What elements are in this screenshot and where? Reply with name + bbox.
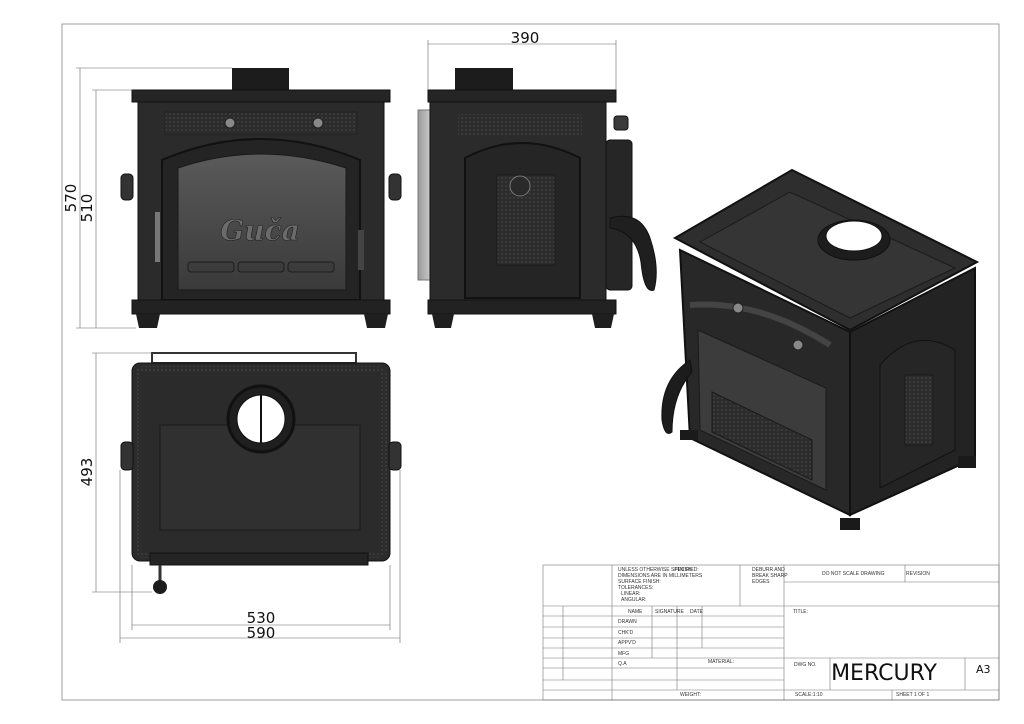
top-plate-side — [427, 89, 617, 103]
tb-dwg-no: DWG NO. — [794, 662, 817, 668]
dim-height-overall: 570 — [62, 184, 80, 213]
foot-right — [364, 314, 388, 328]
iso-foot-1 — [680, 430, 698, 440]
dim-depth: 493 — [78, 458, 96, 487]
tb-scale: SCALE:1:10 — [795, 692, 823, 698]
tb-material: MATERIAL: — [708, 659, 734, 665]
top-plate — [131, 89, 391, 103]
iso-side-grille — [904, 374, 934, 446]
tb-deburr-1: DEBURR AND — [752, 567, 785, 573]
grate-bar-3 — [287, 261, 335, 273]
sheet-border — [61, 23, 1000, 701]
tb-col-signature: SIGNATURE — [655, 609, 684, 615]
iso-flue-inner — [825, 220, 883, 252]
tb-finish-label: FINISH: — [675, 567, 693, 573]
flue-collar — [232, 68, 289, 92]
iso-top-plate — [698, 191, 957, 319]
decor-band — [164, 111, 358, 135]
side-view — [417, 68, 657, 328]
tb-title-label: TITLE: — [793, 609, 808, 615]
tb-note-2: DIMENSIONS ARE IN MILLIMETERS — [618, 573, 703, 579]
tb-sheet-size: A3 — [976, 663, 991, 676]
side-back-box — [605, 139, 633, 291]
side-panel-strip — [417, 109, 431, 281]
side-decor-band — [458, 114, 582, 136]
tb-note-6: ANGULAR: — [621, 597, 647, 603]
base-plinth — [131, 299, 391, 315]
tb-row-mfg: MFG — [618, 651, 629, 657]
side-knob-left — [120, 173, 134, 201]
side-foot-right — [592, 314, 614, 328]
top-side-knob-right — [388, 441, 402, 471]
dim-height-body: 510 — [78, 194, 96, 223]
tb-col-date: DATE — [690, 609, 704, 615]
title-block — [542, 564, 1000, 701]
tb-col-name: NAME — [628, 609, 643, 615]
front-view: Guča — [120, 68, 402, 328]
side-handle — [609, 215, 657, 291]
tb-weight: WEIGHT: — [680, 692, 701, 698]
iso-foot-2 — [840, 518, 860, 530]
side-door-knob — [509, 175, 531, 197]
door-glass — [177, 153, 347, 291]
tb-deburr-3: EDGES — [752, 579, 770, 585]
tb-do-not-scale: DO NOT SCALE DRAWING — [822, 571, 885, 577]
tb-deburr-2: BREAK SHARP — [752, 573, 788, 579]
tb-note-3: SURFACE FINISH: — [618, 579, 661, 585]
tb-note-4: TOLERANCES: — [618, 585, 653, 591]
tb-note-1: UNLESS OTHERWISE SPECIFIED: — [618, 567, 699, 573]
iso-firebox — [711, 391, 813, 481]
isometric-view — [661, 168, 980, 530]
door-handle — [155, 212, 160, 262]
grate-bar-1 — [187, 261, 235, 273]
grate-bar-2 — [237, 261, 285, 273]
tb-row-appvd: APPV'D — [618, 640, 636, 646]
foot-left — [136, 314, 160, 328]
top-rail — [151, 352, 357, 364]
top-handle-knob — [153, 580, 167, 594]
dim-width-overall: 590 — [247, 624, 276, 642]
side-knob-right — [388, 173, 402, 201]
top-view — [120, 352, 402, 594]
tb-note-5: LINEAR: — [621, 591, 640, 597]
tb-drawing-title: MERCURY — [831, 661, 937, 686]
top-side-knob-left — [120, 441, 134, 471]
side-plinth — [427, 299, 617, 315]
dim-top-width: 390 — [511, 29, 540, 47]
iso-knob-2 — [792, 339, 804, 351]
tb-sheet: SHEET 1 OF 1 — [896, 692, 929, 698]
tb-row-qa: Q.A — [618, 661, 627, 667]
brand-text: Guča — [220, 214, 299, 247]
dimensions — [76, 40, 617, 643]
iso-knob-1 — [732, 302, 744, 314]
dim-width-body: 530 — [247, 609, 276, 627]
top-front-edge — [149, 552, 369, 566]
side-foot-left — [432, 314, 454, 328]
side-top-knob — [613, 115, 629, 131]
iso-handle — [661, 359, 693, 434]
air-knob-left — [224, 117, 236, 129]
tb-row-drawn: DRAWN — [618, 619, 637, 625]
tb-revision: REVISION — [906, 571, 930, 577]
air-knob-right — [312, 117, 324, 129]
hinge — [358, 230, 364, 270]
tb-row-chkd: CHK'D — [618, 630, 634, 636]
iso-door-arch — [689, 301, 832, 348]
iso-foot-3 — [958, 456, 976, 468]
flue-collar-side — [455, 68, 513, 92]
